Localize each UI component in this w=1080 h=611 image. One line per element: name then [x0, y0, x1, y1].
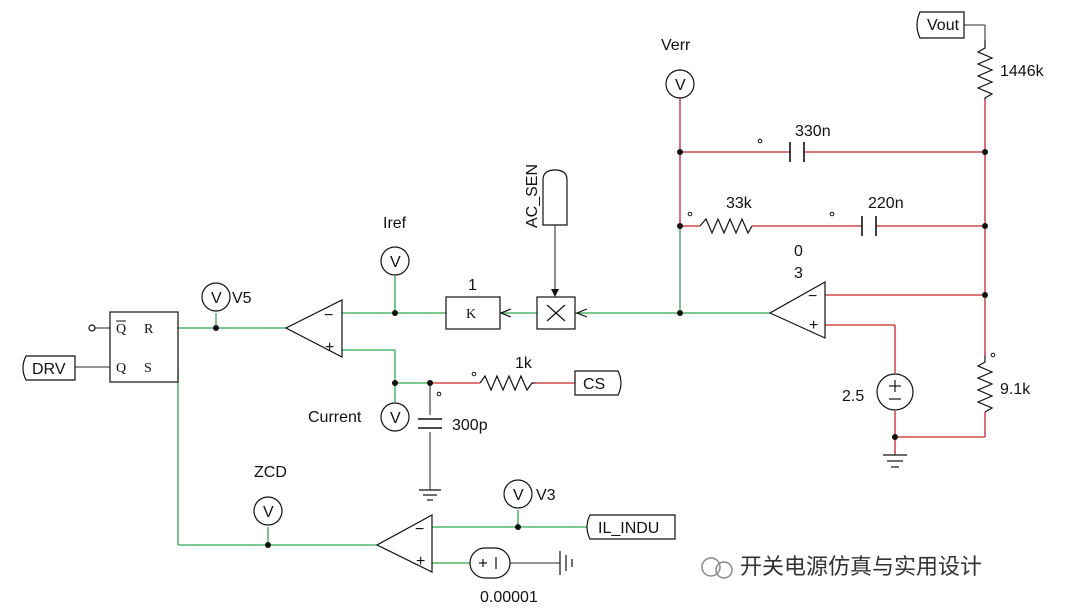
cs-label: CS: [583, 376, 605, 393]
current-label: Current: [308, 409, 362, 426]
plus-sign: +: [325, 339, 334, 356]
ff-q-top-label: Q: [116, 322, 126, 337]
c220-label: 220n: [868, 195, 904, 212]
verr-probe: Verr V: [661, 37, 695, 99]
v-small-label: 0.00001: [480, 589, 538, 606]
minus-sign: −: [808, 288, 817, 305]
capacitor-300p: 300p: [418, 417, 488, 434]
opamp-pin-zero: 0: [794, 243, 803, 260]
resistor-33k: 33k: [687, 195, 753, 235]
resistor-1k: 1k: [436, 355, 535, 397]
r-top-label: 1446k: [1000, 63, 1045, 80]
probe-v-icon: V: [390, 410, 401, 427]
il-indu-terminal[interactable]: IL_INDU: [586, 514, 676, 540]
zcd-probe: ZCD V: [253, 464, 287, 526]
probe-v-icon: V: [211, 290, 222, 307]
ff-q-bot-label: Q: [116, 361, 126, 376]
iref-label: Iref: [383, 215, 407, 232]
multiplier-block: [536, 289, 588, 330]
minus-sign: −: [415, 521, 424, 538]
watermark: 开关电源仿真与实用设计: [701, 555, 982, 580]
iref-probe: Iref V: [380, 215, 410, 276]
c300p-label: 300p: [452, 417, 488, 434]
v3-probe: V V3: [503, 479, 556, 509]
zcd-label: ZCD: [254, 464, 287, 481]
k-label: K: [466, 307, 476, 322]
ac-sen-label: AC_SEN: [524, 164, 541, 228]
gain-label: 1: [468, 277, 477, 294]
ff-s-label: S: [144, 361, 152, 376]
red-wires: [430, 98, 986, 455]
junction-dots: [213, 149, 988, 548]
probe-v-icon: V: [675, 77, 686, 94]
v5-probe: V V5: [201, 282, 252, 312]
v25-label: 2.5: [842, 388, 864, 405]
plus-sign: +: [416, 553, 425, 570]
verr-label: Verr: [661, 37, 691, 54]
r1k-label: 1k: [515, 355, 533, 372]
capacitor-220n: 220n: [829, 195, 904, 236]
ground-icon: [419, 489, 441, 501]
error-amplifier: − + 0 3: [768, 243, 826, 339]
plus-sign: +: [809, 317, 818, 334]
cs-terminal[interactable]: CS: [574, 370, 622, 396]
resistor-1446k: 1446k: [976, 40, 1045, 100]
resistor-9k1: 9.1k: [976, 352, 1031, 413]
r33-label: 33k: [726, 195, 753, 212]
c330-label: 330n: [795, 123, 831, 140]
drv-terminal[interactable]: DRV: [22, 355, 76, 381]
drv-label: DRV: [32, 361, 66, 378]
v3-label: V3: [536, 487, 556, 504]
watermark-text: 开关电源仿真与实用设计: [740, 555, 982, 580]
opamp-pin-three: 3: [794, 265, 803, 282]
ground-icon: [883, 454, 907, 468]
probe-v-icon: V: [263, 504, 274, 521]
ac-sen-connector[interactable]: AC_SEN: [524, 164, 568, 228]
probe-v-icon: V: [390, 254, 401, 271]
capacitor-330n: 330n: [757, 123, 831, 162]
r91-label: 9.1k: [1000, 381, 1031, 398]
voltage-source-small: 0.00001: [469, 547, 538, 606]
sr-flip-flop: Q R Q S: [88, 311, 179, 383]
zcd-comparator: − +: [375, 513, 433, 573]
voltage-source-2v5: 2.5: [842, 373, 914, 411]
vout-terminal[interactable]: Vout: [916, 11, 965, 39]
minus-sign: −: [324, 307, 333, 324]
ground-icon: [559, 551, 573, 575]
v5-label: V5: [232, 290, 252, 307]
current-comparator: − +: [284, 299, 343, 358]
vout-label: Vout: [927, 17, 960, 34]
probe-v-icon: V: [513, 487, 524, 504]
il-indu-label: IL_INDU: [598, 520, 659, 537]
current-probe: Current V: [308, 402, 410, 432]
gain-block: K 1: [445, 277, 512, 330]
ff-r-label: R: [144, 322, 154, 337]
gray-wires: [75, 24, 986, 564]
